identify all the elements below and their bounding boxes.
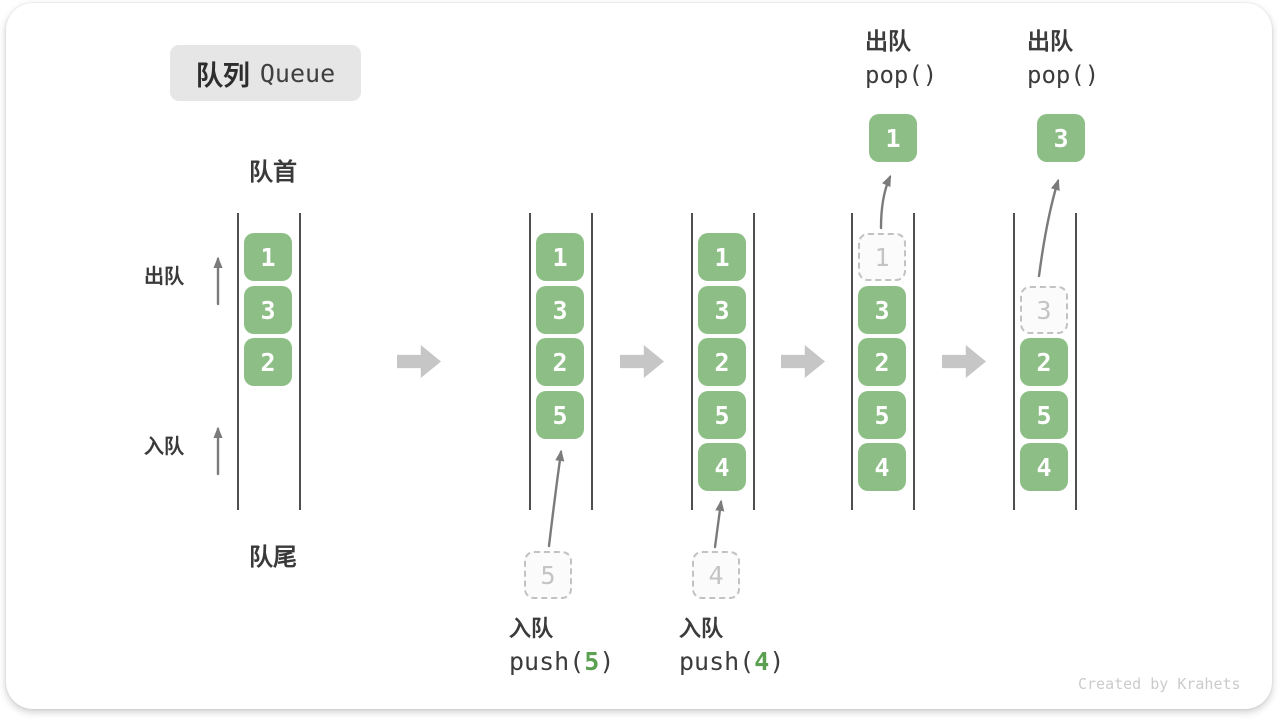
queue-item-solid-after-pop-1-3: 3 [858,286,906,334]
queue-item-solid-after-push-5-2: 2 [536,338,584,386]
queue-wall-left-after-pop-3 [1013,213,1015,510]
queue-item-solid-after-push-4-2: 2 [698,338,746,386]
caption-code-after-push-4: push(4) [679,647,785,676]
label-enqueue-direction: 入队 [144,436,184,458]
caption-after-push-5: 入队 push(5) [509,616,615,676]
queue-item-solid-after-push-4-5: 5 [698,391,746,439]
label-queue-rear: 队尾 [249,544,297,571]
caption-zh-after-push-4: 入队 [679,616,724,641]
watermark: Created by Krahets [1078,675,1241,693]
header-after-pop-1: 出队 pop() [865,28,938,89]
queue-item-solid-after-push-5-1: 1 [536,233,584,281]
incoming-item-4: 4 [692,551,740,599]
caption-code-after-push-5: push(5) [509,647,615,676]
queue-item-solid-initial-2: 2 [244,338,292,386]
queue-item-solid-after-pop-1-4: 4 [858,443,906,491]
queue-wall-left-after-push-5 [529,213,531,510]
label-queue-front: 队首 [249,159,297,186]
queue-wall-right-initial [299,213,301,510]
queue-item-solid-after-push-4-4: 4 [698,443,746,491]
title-zh: 队列 [195,60,250,91]
header-after-pop-3: 出队 pop() [1027,28,1100,89]
queue-item-solid-after-push-5-3: 3 [536,286,584,334]
header-code-after-pop-1: pop() [865,61,938,89]
queue-wall-left-after-push-4 [691,213,693,510]
header-zh-after-pop-3: 出队 [1027,28,1073,54]
queue-wall-right-after-pop-1 [913,213,915,510]
queue-item-dashed-after-pop-3-3: 3 [1020,286,1068,334]
title-box: 队列 Queue [170,45,361,101]
popped-item-3: 3 [1037,114,1085,162]
queue-item-solid-after-pop-1-2: 2 [858,338,906,386]
queue-wall-left-after-pop-1 [851,213,853,510]
queue-item-solid-after-push-4-1: 1 [698,233,746,281]
queue-wall-right-after-push-5 [591,213,593,510]
queue-item-solid-after-pop-1-5: 5 [858,391,906,439]
queue-item-solid-initial-3: 3 [244,286,292,334]
queue-wall-left-initial [237,213,239,510]
queue-item-solid-after-push-4-3: 3 [698,286,746,334]
header-code-after-pop-3: pop() [1027,61,1100,89]
queue-item-dashed-after-pop-1-1: 1 [858,233,906,281]
queue-item-solid-after-push-5-5: 5 [536,391,584,439]
caption-after-push-4: 入队 push(4) [679,616,785,676]
caption-zh-after-push-5: 入队 [509,616,554,641]
queue-item-solid-after-pop-3-2: 2 [1020,338,1068,386]
header-zh-after-pop-1: 出队 [865,28,911,54]
queue-item-solid-after-pop-3-5: 5 [1020,391,1068,439]
queue-item-solid-after-pop-3-4: 4 [1020,443,1068,491]
queue-wall-right-after-pop-3 [1075,213,1077,510]
popped-item-1: 1 [869,114,917,162]
label-dequeue-direction: 出队 [144,266,184,288]
title-en: Queue [259,58,336,88]
queue-wall-right-after-push-4 [753,213,755,510]
queue-item-solid-initial-1: 1 [244,233,292,281]
incoming-item-5: 5 [524,551,572,599]
